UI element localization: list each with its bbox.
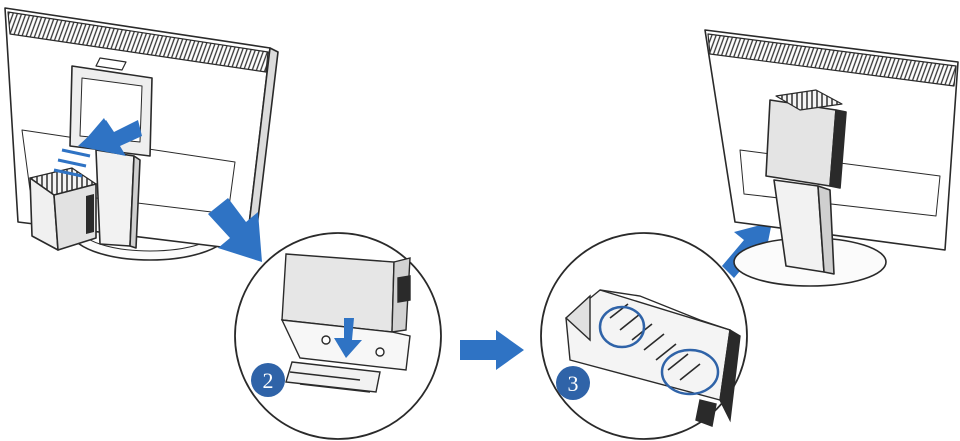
right-monitor [704,29,959,287]
zoom-circle-step-2: 2 [234,232,442,440]
arrow-icon [334,318,362,358]
right-monitor-vent [707,33,957,87]
motion-lines [53,148,91,178]
step-badge-3 [556,366,590,400]
left-monitor-stand [95,149,135,247]
screw-highlight-circle [660,348,720,396]
screw-highlight-circle [598,305,646,349]
mini-pc-icon [29,167,97,251]
step-number-2: 2 [263,368,274,393]
arrow-icon [80,118,112,148]
step-badge-2 [251,363,285,397]
arrow-icon [208,198,262,262]
zoom-circle-step-3: 3 [540,232,748,440]
step-number-3: 3 [568,371,579,396]
left-monitor-vent [7,11,269,73]
arrow-icon [460,330,524,370]
